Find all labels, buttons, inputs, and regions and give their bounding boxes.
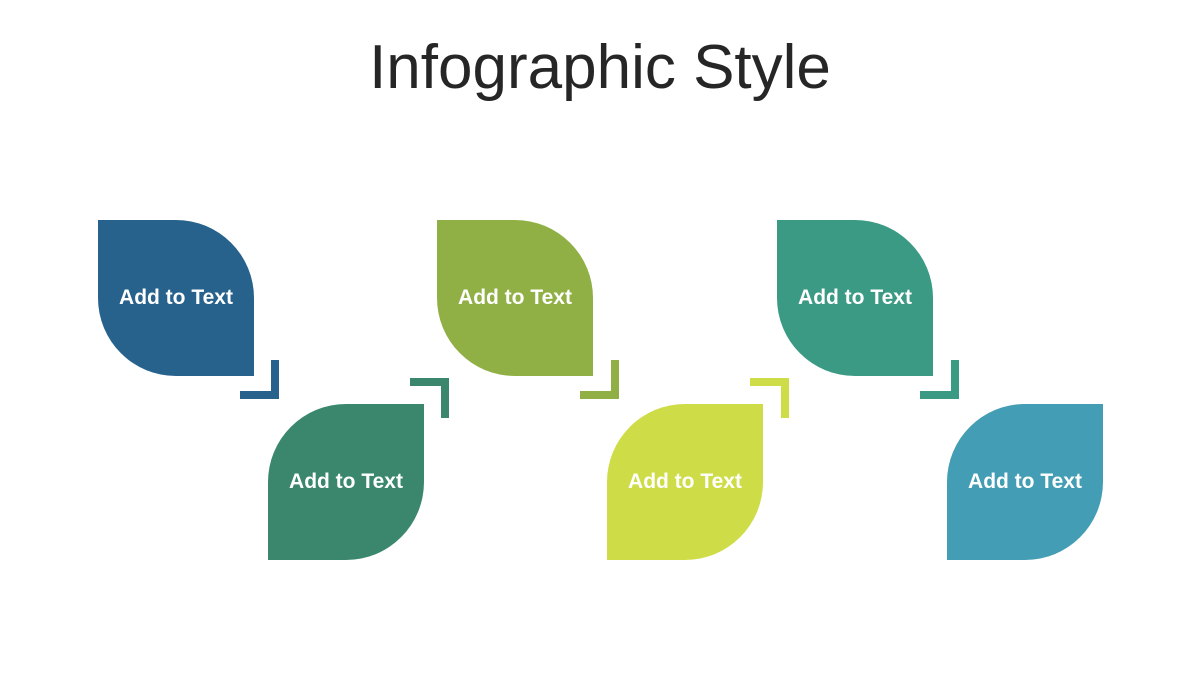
step-2-box: Add to Text — [268, 404, 424, 560]
connector-5-6 — [920, 360, 959, 399]
connector-1-2 — [240, 360, 279, 399]
connector-2-3 — [410, 378, 449, 418]
connector-3-4 — [580, 360, 619, 399]
step-1-box: Add to Text — [98, 220, 254, 376]
step-5-label: Add to Text — [798, 286, 912, 309]
step-5-box: Add to Text — [777, 220, 933, 376]
connector-2-3-path — [410, 378, 449, 418]
connector-1-2-path — [240, 360, 279, 399]
step-4-label: Add to Text — [628, 470, 742, 493]
step-1-label: Add to Text — [119, 286, 233, 309]
step-3-label: Add to Text — [458, 286, 572, 309]
slide-title: Infographic Style — [369, 33, 831, 102]
step-4-box: Add to Text — [607, 404, 763, 560]
connector-4-5 — [750, 378, 789, 418]
step-6-label: Add to Text — [968, 470, 1082, 493]
connector-3-4-path — [580, 360, 619, 399]
step-6-box: Add to Text — [947, 404, 1103, 560]
step-3-box: Add to Text — [437, 220, 593, 376]
step-2-label: Add to Text — [289, 470, 403, 493]
connector-4-5-path — [750, 378, 789, 418]
connector-5-6-path — [920, 360, 959, 399]
